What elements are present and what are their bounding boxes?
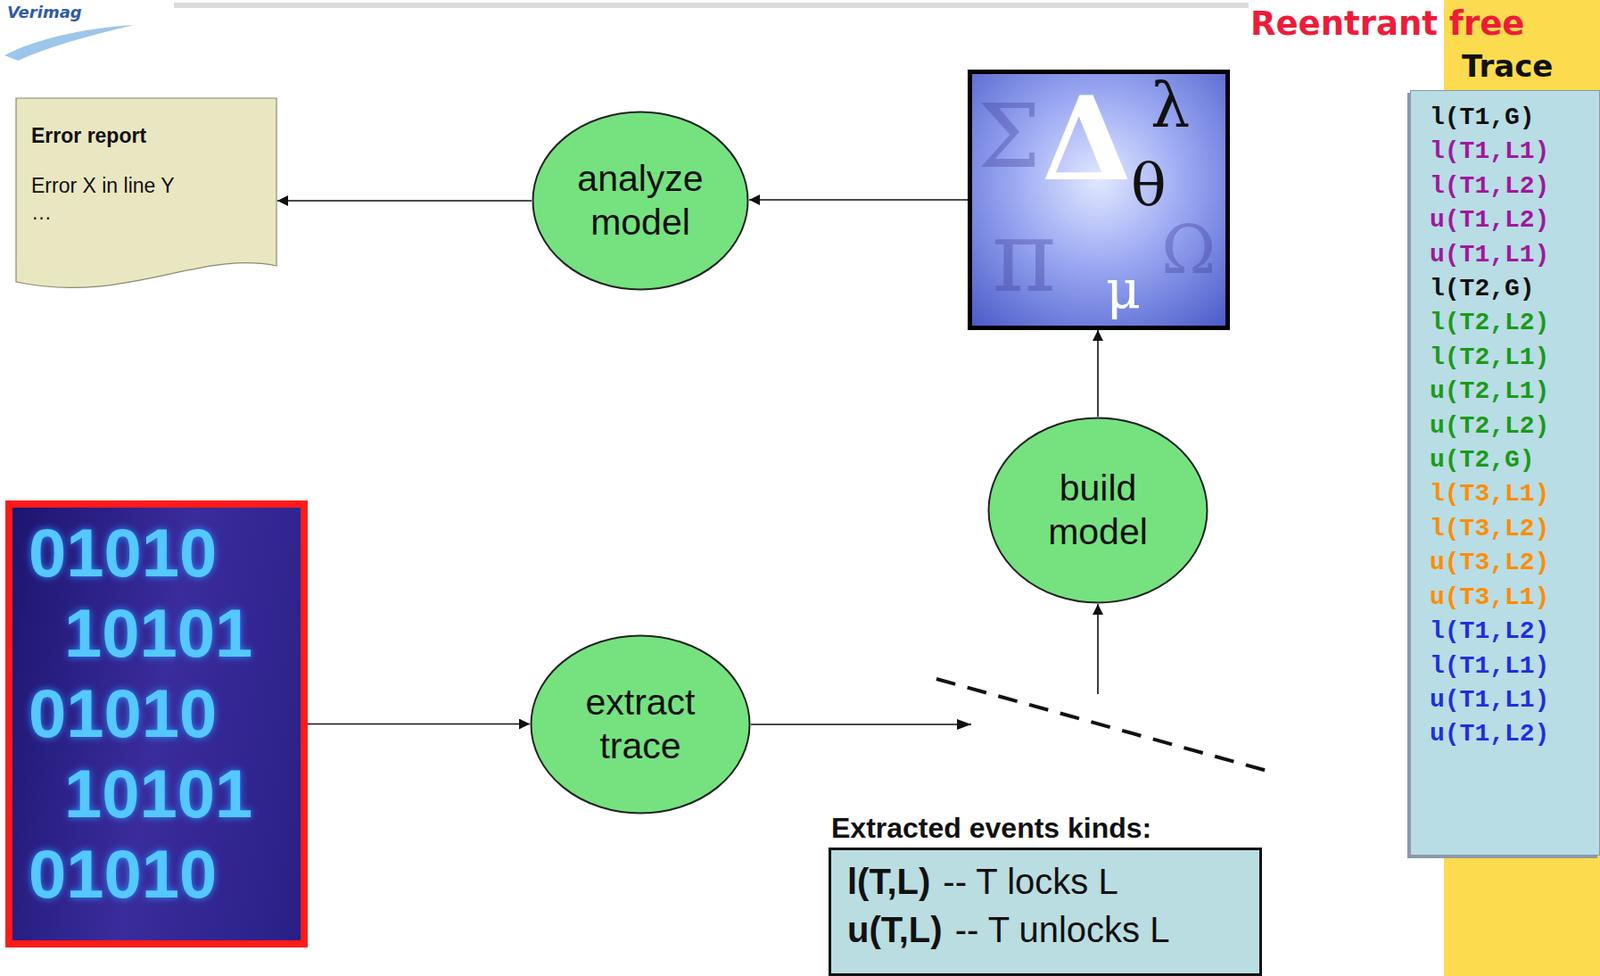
document-content: Error reportError X in line Y… xyxy=(15,97,278,226)
math-symbol: μ xyxy=(1105,263,1141,317)
event-meaning: -- T unlocks L xyxy=(955,909,1171,949)
ellipse-outline xyxy=(987,416,1209,604)
process-label: analyze model xyxy=(562,156,719,245)
flow-arrow xyxy=(1096,329,1099,417)
math-symbol: Ω xyxy=(1161,216,1216,283)
event-kinds-frame: l(T,L) -- T locks L u(T,L) -- T unlocks L xyxy=(828,847,1262,976)
trace-event: l(T2,G) xyxy=(1429,272,1600,306)
event-signature: u(T,L) xyxy=(847,909,943,949)
process-ellipse: build model xyxy=(987,416,1209,604)
trace-event: l(T2,L2) xyxy=(1429,305,1600,340)
ellipse-content: extract trace xyxy=(529,634,751,815)
event-kinds-box: Extracted events kinds: l(T,L) -- T locks … xyxy=(828,808,1262,976)
document-shape xyxy=(16,98,277,288)
symbol-cell: θ xyxy=(1130,156,1167,215)
process-label: build model xyxy=(1020,466,1177,554)
binary-digits: 01010 xyxy=(28,833,301,915)
ellipse-shape xyxy=(533,112,749,290)
ellipse-content: analyze model xyxy=(531,110,750,291)
trace-event: l(T1,L2) xyxy=(1429,614,1600,649)
logo-swoosh xyxy=(4,24,134,61)
logo-wordmark: Verimag xyxy=(7,3,83,23)
error-report-document: Error reportError X in line Y… xyxy=(15,97,278,302)
dashed-collector-line xyxy=(936,678,1274,773)
slide-tag: Reentrant free xyxy=(1250,5,1525,44)
trace-event: u(T1,L2) xyxy=(1429,203,1600,238)
report-text: Error report xyxy=(31,122,262,149)
event-signature: l(T,L) xyxy=(847,861,931,901)
binary-digits: 01010 xyxy=(28,673,301,754)
symbol-cell: Δ xyxy=(1041,81,1132,198)
trace-event: u(T3,L2) xyxy=(1429,545,1600,580)
event-kind-row: l(T,L) -- T locks L xyxy=(847,857,1244,906)
symbol-cell: λ xyxy=(1150,74,1190,137)
ellipse-shape xyxy=(989,418,1208,603)
trace-event: l(T1,L2) xyxy=(1429,169,1600,204)
report-text: Error X in line Y xyxy=(31,172,262,199)
trace-event: u(T1,L2) xyxy=(1429,717,1600,751)
trace-event: u(T2,G) xyxy=(1429,443,1600,478)
binary-digits: 10101 xyxy=(64,753,301,834)
trace-event: u(T2,L1) xyxy=(1429,374,1600,409)
binary-digits: 01010 xyxy=(28,512,301,594)
math-symbol: θ xyxy=(1130,156,1167,215)
flow-arrow xyxy=(277,199,532,202)
trace-event: u(T3,L1) xyxy=(1429,580,1600,615)
binary-program-image: 0101010101010101010101010 xyxy=(5,500,308,948)
trace-event: l(T1,L1) xyxy=(1429,134,1600,169)
symbol-cell: π xyxy=(991,207,1056,306)
math-symbol: Δ xyxy=(1041,81,1132,198)
report-text: … xyxy=(31,198,262,226)
symbol-cell: μ xyxy=(1105,263,1141,317)
trace-event: u(T1,L1) xyxy=(1429,683,1600,718)
ellipse-content: build model xyxy=(987,416,1209,604)
binary-digits: 10101 xyxy=(64,593,301,674)
process-label: extract trace xyxy=(562,680,719,768)
header-rule xyxy=(173,2,1249,9)
trace-event: l(T1,L1) xyxy=(1429,649,1600,684)
symbol-cell: Ω xyxy=(1161,216,1216,283)
math-model-image: ΣΔλθΩπμ xyxy=(967,69,1230,330)
trace-event: l(T3,L2) xyxy=(1429,511,1600,546)
process-ellipse: analyze model xyxy=(531,110,750,291)
symbol-cell: Σ xyxy=(977,91,1041,182)
ellipse-shape xyxy=(531,635,751,814)
flow-arrow xyxy=(749,198,968,201)
trace-event: u(T1,L1) xyxy=(1429,238,1600,273)
trace-event: l(T1,G) xyxy=(1429,100,1600,135)
process-ellipse: extract trace xyxy=(529,634,751,815)
event-kind-row: u(T,L) -- T unlocks L xyxy=(847,905,1244,954)
trace-event: u(T2,L2) xyxy=(1429,409,1600,444)
arrowhead xyxy=(956,718,972,730)
flow-arrow xyxy=(307,723,530,726)
trace-event: l(T3,L1) xyxy=(1429,477,1600,512)
box-heading: Extracted events kinds: xyxy=(831,808,1262,848)
math-symbol: λ xyxy=(1150,74,1190,137)
math-symbol: Σ xyxy=(977,91,1041,182)
ellipse-outline xyxy=(531,110,750,291)
panel-heading: Trace xyxy=(1461,44,1600,88)
trace-list-panel: l(T1,G)l(T1,L1)l(T1,L2)u(T1,L2)u(T1,L1)l… xyxy=(1410,90,1600,856)
event-meaning: -- T locks L xyxy=(942,861,1118,901)
trace-panel: Tracel(T1,G)l(T1,L1)l(T1,L2)u(T1,L2)u(T1… xyxy=(1410,44,1600,856)
flow-arrow xyxy=(750,603,1098,725)
math-symbol: π xyxy=(991,207,1056,306)
trace-event: l(T2,L1) xyxy=(1429,340,1600,375)
ellipse-outline xyxy=(529,634,751,815)
